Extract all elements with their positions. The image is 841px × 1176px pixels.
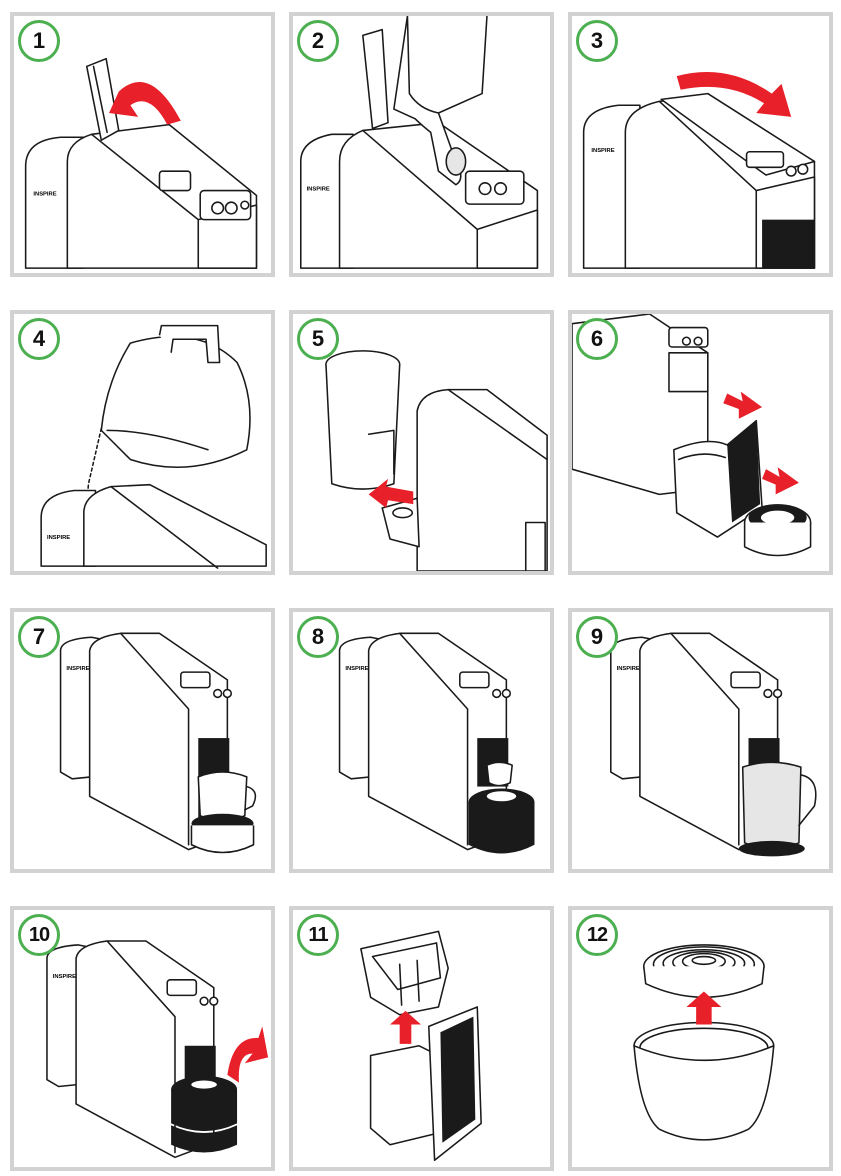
attach-water-tank-illustration — [325, 350, 548, 571]
insert-capsule-illustration: INSPIRE — [299, 16, 539, 269]
step-number-badge: 11 — [297, 914, 339, 956]
svg-text:INSPIRE: INSPIRE — [345, 666, 368, 672]
step-panel-6: 6 — [568, 310, 833, 575]
svg-text:INSPIRE: INSPIRE — [307, 187, 330, 193]
red-curved-arrow — [109, 81, 181, 125]
red-straight-arrow — [389, 1010, 422, 1044]
step-panel-11: 11 — [289, 906, 554, 1171]
step-number-badge: 3 — [576, 20, 618, 62]
cup-on-low-tray-illustration: INSPIRE — [59, 632, 257, 854]
step-number-badge: 6 — [576, 318, 618, 360]
open-lid-illustration: INSPIRE — [24, 57, 258, 269]
step-panel-1: 1 INSPIRE — [10, 12, 275, 277]
step-number-badge: 9 — [576, 616, 618, 658]
step-panel-10: 10 INSPIRE — [10, 906, 275, 1171]
remove-drip-tray-illustration — [572, 314, 812, 557]
svg-text:INSPIRE: INSPIRE — [66, 666, 89, 672]
step-panel-3: 3 INSPIRE — [568, 12, 833, 277]
step-panel-2: 2 INSPIRE — [289, 12, 554, 277]
step-number-badge: 2 — [297, 20, 339, 62]
step-panel-9: 9 INSPIRE — [568, 608, 833, 873]
step-number-badge: 7 — [18, 616, 60, 658]
red-straight-arrow — [686, 991, 722, 1025]
step-panel-8: 8 INSPIRE — [289, 608, 554, 873]
step-number-badge: 5 — [297, 318, 339, 360]
jug-under-outlet-illustration: INSPIRE — [610, 632, 817, 857]
step-number-badge: 4 — [18, 318, 60, 360]
step-number-badge: 1 — [18, 20, 60, 62]
svg-text:INSPIRE: INSPIRE — [53, 974, 76, 980]
red-straight-arrow — [368, 478, 414, 508]
svg-text:INSPIRE: INSPIRE — [33, 191, 56, 197]
cup-on-high-tray-illustration: INSPIRE — [338, 632, 535, 854]
close-lid-illustration: INSPIRE — [582, 71, 816, 269]
insert-capsule-container-illustration — [360, 930, 482, 1161]
red-straight-arrow — [723, 391, 763, 419]
red-curved-arrow — [227, 1026, 269, 1083]
svg-text:INSPIRE: INSPIRE — [47, 535, 70, 541]
svg-text:INSPIRE: INSPIRE — [617, 666, 640, 672]
step-panel-5: 5 — [289, 310, 554, 575]
step-number-badge: 12 — [576, 914, 618, 956]
red-curved-arrow — [676, 71, 792, 117]
step-number-badge: 8 — [297, 616, 339, 658]
step-panel-12: 12 — [568, 906, 833, 1171]
step-panel-4: 4 INSPIRE — [10, 310, 275, 575]
red-straight-arrow — [762, 467, 799, 495]
fill-water-tank-illustration: INSPIRE — [40, 324, 267, 569]
replace-drip-tray-illustration: INSPIRE — [46, 940, 269, 1159]
place-grid-on-base-illustration — [633, 944, 775, 1141]
step-number-badge: 10 — [18, 914, 60, 956]
svg-text:INSPIRE: INSPIRE — [591, 148, 614, 154]
step-panel-7: 7 INSPIRE — [10, 608, 275, 873]
